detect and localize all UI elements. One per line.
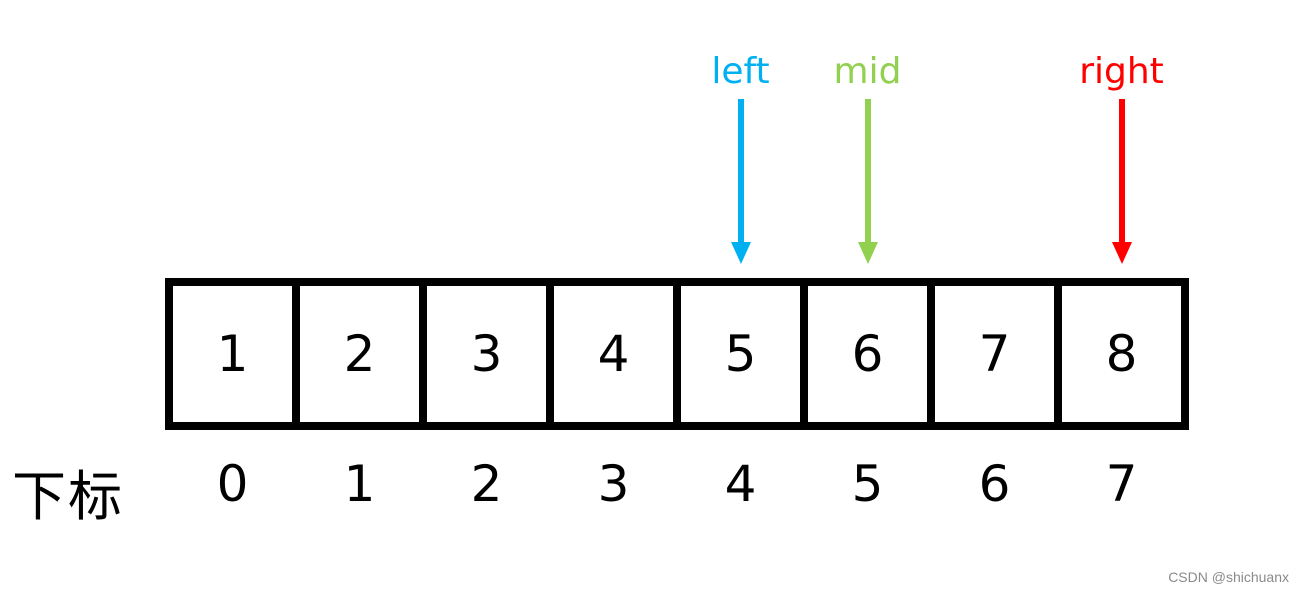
right-arrow-icon [1111, 99, 1132, 264]
left-pointer: left [681, 50, 801, 264]
index-3: 3 [597, 455, 630, 513]
array-strip: 1 2 3 4 5 6 7 8 [165, 278, 1189, 430]
index-row-label: 下标 [12, 465, 124, 528]
index-2: 2 [470, 455, 503, 513]
array-cell-4: 5 [681, 286, 800, 422]
array-cell-5: 6 [808, 286, 927, 422]
mid-arrow-icon [857, 99, 878, 264]
mid-pointer: mid [808, 50, 928, 264]
right-pointer: right [1062, 50, 1182, 264]
array-cell-0: 1 [173, 286, 292, 422]
array-cell-1: 2 [300, 286, 419, 422]
array-cell-6: 7 [935, 286, 1054, 422]
index-6: 6 [978, 455, 1011, 513]
array-cell-2: 3 [427, 286, 546, 422]
left-arrow-icon [730, 99, 751, 264]
watermark: CSDN @shichuanx [1168, 569, 1289, 585]
left-pointer-label: left [711, 51, 770, 92]
array-cell-3: 4 [554, 286, 673, 422]
index-7: 7 [1105, 455, 1138, 513]
index-4: 4 [724, 455, 757, 513]
mid-pointer-label: mid [833, 51, 902, 92]
index-1: 1 [343, 455, 376, 513]
right-pointer-label: right [1079, 51, 1164, 92]
index-row: 0 1 2 3 4 5 6 7 [165, 455, 1189, 513]
array-cell-7: 8 [1062, 286, 1181, 422]
index-0: 0 [216, 455, 249, 513]
index-5: 5 [851, 455, 884, 513]
